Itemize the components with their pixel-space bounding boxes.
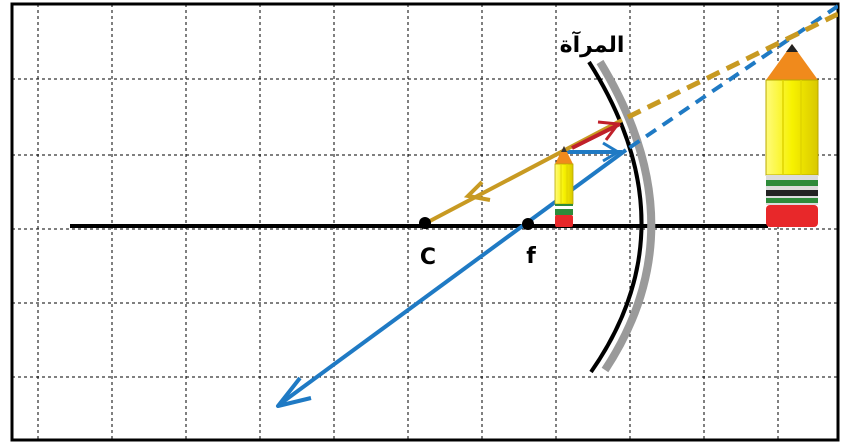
center-label: C — [420, 245, 436, 270]
red-ray-arrowhead — [597, 120, 621, 141]
focus-label: f — [526, 244, 536, 269]
gold-ray-arrowhead — [463, 180, 491, 202]
mirror-curve — [587, 60, 644, 374]
gold-ray-dashed-extension — [620, 11, 838, 123]
center-point — [419, 217, 431, 229]
image-pencil-icon — [554, 146, 574, 227]
object-pencil-icon — [765, 44, 819, 227]
blue-horizontal-arrowhead — [602, 141, 621, 163]
focus-point — [522, 218, 534, 230]
blue-ray-dashed-extension — [624, 4, 838, 152]
mirror-shadow — [596, 59, 656, 373]
mirror-label: المرآة — [560, 30, 625, 58]
blue-ray-arrowhead — [276, 376, 312, 408]
red-ray — [571, 122, 621, 150]
